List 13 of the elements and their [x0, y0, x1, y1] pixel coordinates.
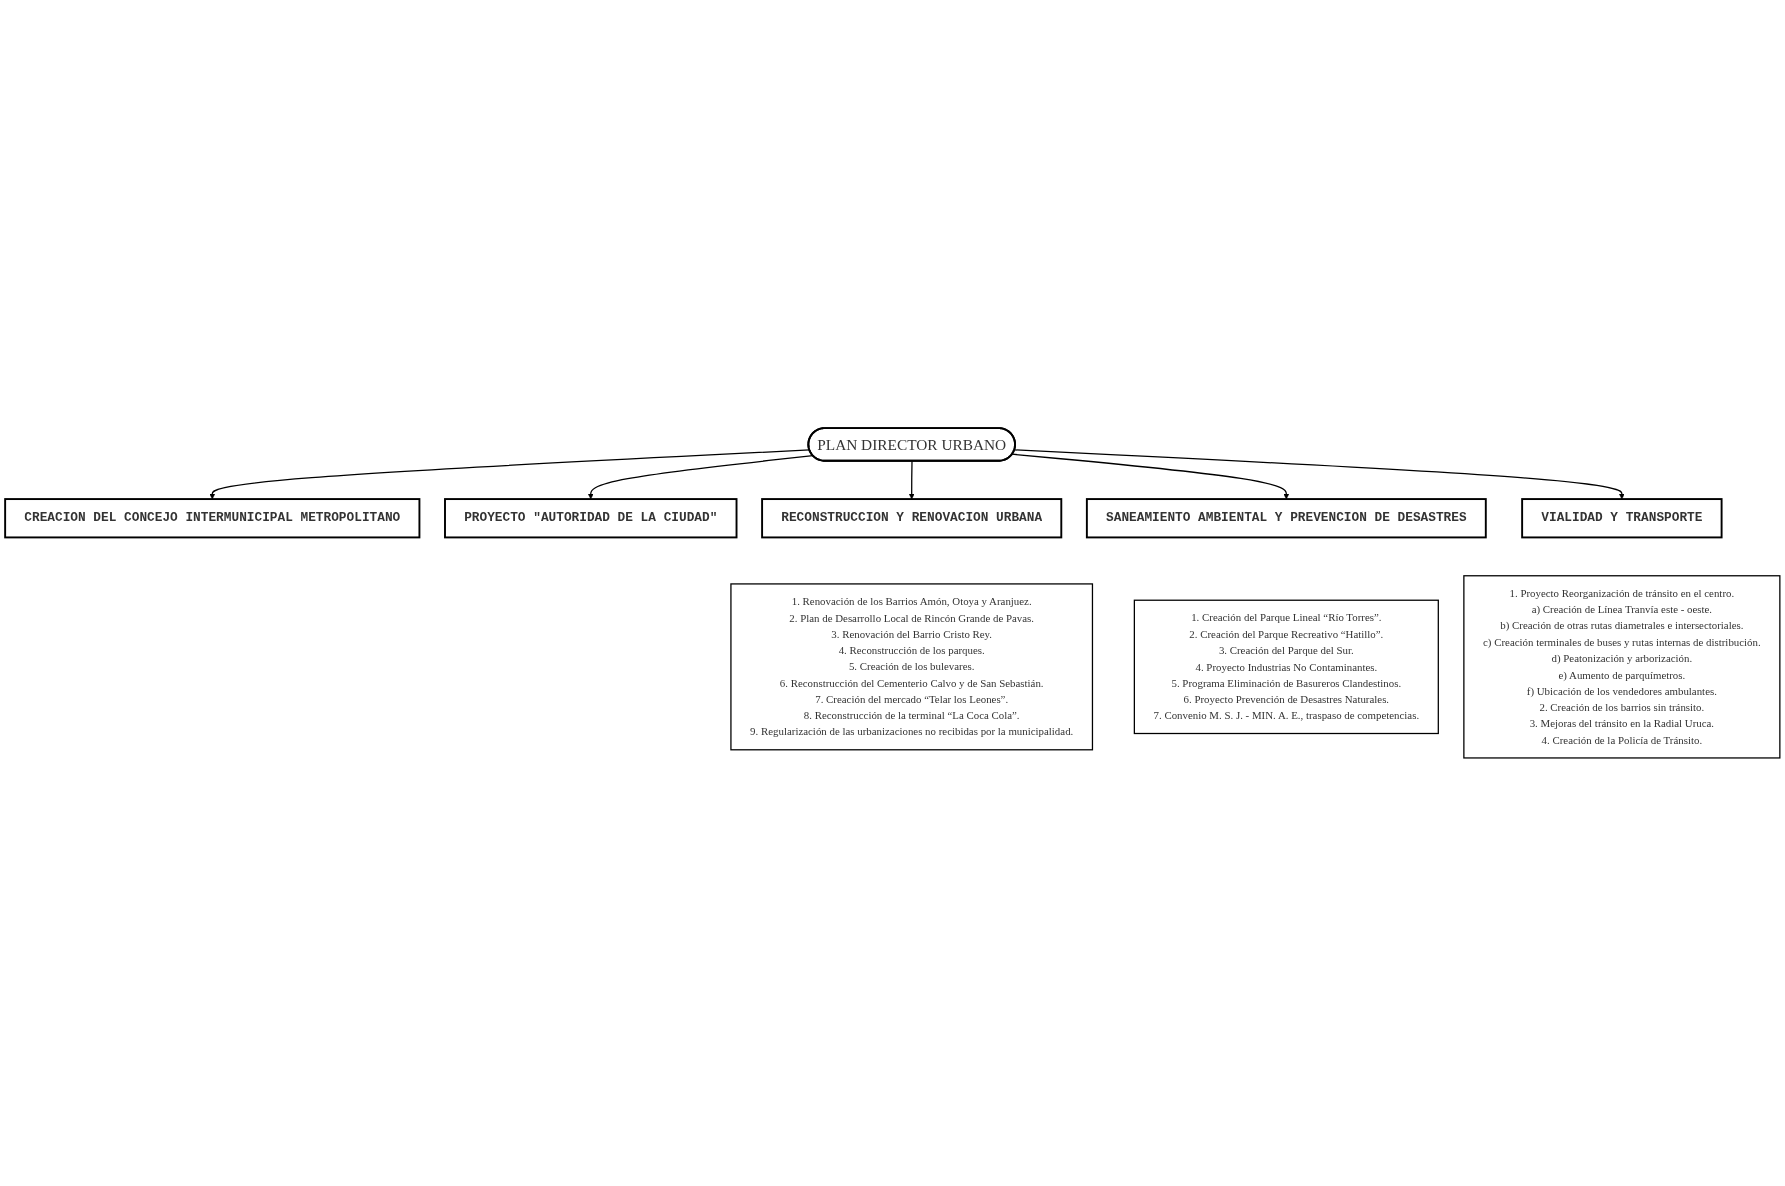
node-box: RECONSTRUCCION Y RENOVACION URBANA [761, 498, 1063, 539]
node-box: PROYECTO "AUTORIDAD DE LA CIUDAD" [444, 498, 738, 539]
node-box: CREACION DEL CONCEJO INTERMUNICIPAL METROPOLITANO [4, 498, 421, 539]
arrow [1013, 449, 1625, 500]
arrow [209, 449, 811, 500]
arrow [1011, 453, 1290, 500]
node-box: 1. Renovación de los Barrios Amón, Otoya y Aranjuez. 2. Plan de Desarrollo Local de Rincón Grande de Pavas. 3. Renovación del Barrio Cristo Rey. 4. Reconstrucción de los parques. 5. Creación de los bulevares. 6. Reconstrucción del Cementerio Calvo y de San Sebastián. 7. Creación del mercado “Telar los Leones”. 8. Reconstrucción de la terminal “La Coca Cola”. 9. Regularización de las urbanizaciones no recibidas por la municipalidad. [730, 583, 1094, 751]
arrow [908, 460, 915, 500]
arrow [587, 455, 814, 500]
node-box: SANEAMIENTO AMBIENTAL Y PREVENCION DE DESASTRES [1085, 498, 1487, 539]
node-box: VIALIDAD Y TRANSPORTE [1521, 498, 1723, 539]
node-box: 1. Proyecto Reorganización de tránsito en el centro. a) Creación de Línea Tranvía este - oeste. b) Creación de otras rutas diametrales e intersectoriales. c) Creación terminales de buses y rutas internas de distribución. d) Peatonización y arborización. e) Aumento de parquímetros. f) Ubicación de los vendedores ambulantes. 2. Creación de los barrios sin tránsito. 3. Mejoras del tránsito en la Radial Uruca. 4. Creación de la Policía de Tránsito. [1463, 575, 1781, 759]
node-box: 1. Creación del Parque Lineal “Río Torres”. 2. Creación del Parque Recreativo “Hatillo”. 3. Creación del Parque del Sur. 4. Proyecto Industrias No Contaminantes. 5. Programa Eliminación de Basureros Clandestinos. 6. Proyecto Prevención de Desastres Naturales. 7. Convenio M. S. J. - MIN. A. E., traspaso de competencias. [1133, 599, 1439, 735]
